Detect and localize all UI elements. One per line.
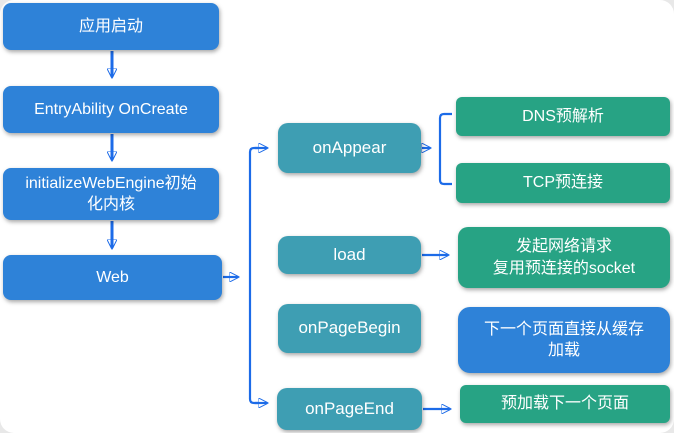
spine-line bbox=[248, 146, 258, 405]
node-web: Web bbox=[3, 255, 222, 300]
node-app-start: 应用启动 bbox=[3, 3, 219, 50]
node-on-appear: onAppear bbox=[278, 123, 421, 173]
node-on-page-begin: onPageBegin bbox=[278, 304, 421, 353]
node-entryability-oncreate: EntryAbility OnCreate bbox=[3, 86, 219, 133]
node-preload-next-page: 预加载下一个页面 bbox=[460, 385, 670, 423]
bracket-dns-tcp bbox=[438, 112, 452, 186]
node-initialize-web-engine: initializeWebEngine初始 化内核 bbox=[3, 168, 219, 220]
node-tcp-preconnect: TCP预连接 bbox=[456, 163, 670, 203]
node-cache-load: 下一个页面直接从缓存 加载 bbox=[458, 307, 670, 373]
node-network-request: 发起网络请求 复用预连接的socket bbox=[458, 227, 670, 288]
node-load: load bbox=[278, 236, 421, 274]
node-on-page-end: onPageEnd bbox=[277, 388, 422, 430]
node-dns-preresolve: DNS预解析 bbox=[456, 97, 670, 136]
